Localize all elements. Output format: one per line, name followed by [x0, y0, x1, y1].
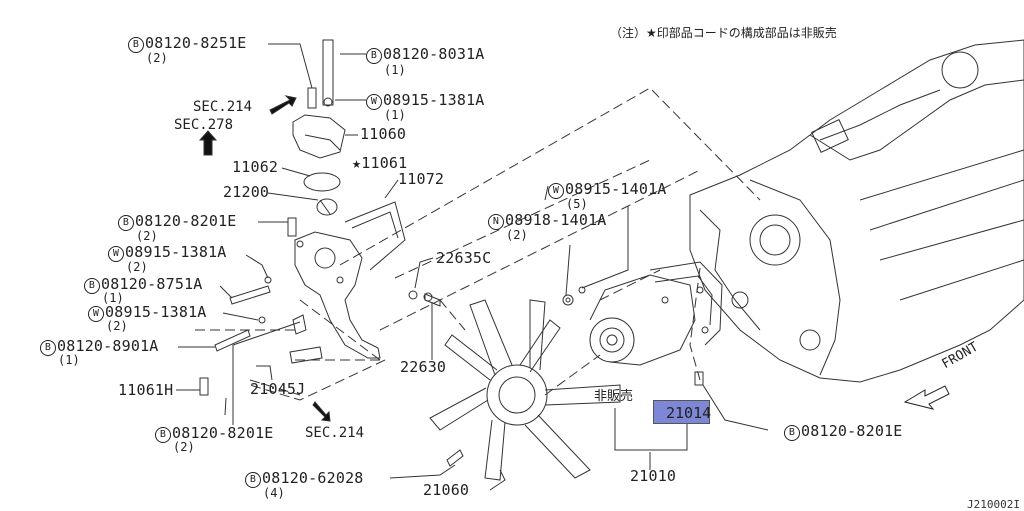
part-number: 08120-8201E: [172, 424, 274, 442]
bolt-long: [322, 39, 334, 106]
part-number: 08915-1381A: [383, 91, 485, 109]
label-11072: 11072: [398, 170, 445, 188]
label-11060: 11060: [360, 125, 407, 143]
part-number: 08120-8251E: [145, 34, 247, 52]
part-number: 08120-62028: [262, 469, 364, 487]
highlighted-part-21014[interactable]: 21014: [653, 400, 712, 424]
not-sold-label: 非販売: [594, 389, 634, 404]
quantity: (1): [58, 353, 80, 367]
water-pump: [562, 261, 723, 386]
part-number: 08120-8751A: [101, 275, 203, 293]
prefix-circle-w: W: [366, 94, 382, 110]
water-outlet: [292, 114, 346, 159]
diagram-code: J210002I: [967, 498, 1020, 511]
part-number: 08120-8201E: [135, 212, 237, 230]
prefix-circle-b: B: [118, 215, 134, 231]
part-number: 08915-1401A: [565, 180, 667, 198]
label-21045j: 21045J: [250, 380, 306, 398]
section-ref-278[interactable]: SEC.278: [174, 117, 234, 133]
prefix-circle-b: B: [155, 427, 171, 443]
quantity: (4): [263, 486, 285, 500]
quantity: (2): [126, 260, 148, 274]
engine-block: [689, 39, 1024, 383]
part-number: 08918-1401A: [505, 211, 607, 229]
quantity: (1): [384, 63, 406, 77]
part-number: 08120-8031A: [383, 45, 485, 63]
quantity: (2): [506, 228, 528, 242]
highlighted-part-number: 21014: [666, 404, 712, 422]
label-21200: 21200: [223, 183, 270, 201]
quantity: (2): [173, 440, 195, 454]
label-21060: 21060: [423, 481, 470, 499]
label-11062: 11062: [232, 158, 279, 176]
quantity: (5): [566, 197, 588, 211]
label-22635c: 22635C: [436, 249, 492, 267]
prefix-circle-w: W: [548, 183, 564, 199]
prefix-circle-b: B: [366, 48, 382, 64]
part-number: 08915-1381A: [125, 243, 227, 261]
prefix-circle-b: B: [784, 425, 800, 441]
prefix-circle-w: W: [108, 246, 124, 262]
cooling-fan: [429, 299, 621, 481]
prefix-circle-n: N: [488, 214, 504, 230]
quantity: (1): [102, 291, 124, 305]
prefix-circle-b: B: [84, 278, 100, 294]
prefix-circle-b: B: [245, 472, 261, 488]
label-11061: ★11061: [352, 154, 408, 172]
part-number: 08915-1381A: [105, 303, 207, 321]
label-22630: 22630: [400, 358, 447, 376]
section-ref-214-bottom[interactable]: SEC.214: [305, 425, 365, 441]
label-21010: 21010: [630, 467, 677, 485]
quantity: (2): [136, 229, 158, 243]
label-11061h: 11061H: [118, 381, 174, 399]
part-number: 08120-8901A: [57, 337, 159, 355]
quantity: (1): [384, 108, 406, 122]
note-text: （注）★印部品コードの構成部品は非販売: [610, 26, 837, 40]
water-inlet: [294, 231, 381, 359]
quantity: (2): [106, 319, 128, 333]
prefix-circle-b: B: [40, 340, 56, 356]
prefix-circle-w: W: [88, 306, 104, 322]
section-ref-214-top[interactable]: SEC.214: [193, 99, 253, 115]
prefix-circle-b: B: [128, 37, 144, 53]
part-number: 08120-8201E: [801, 422, 903, 440]
quantity: (2): [146, 51, 168, 65]
